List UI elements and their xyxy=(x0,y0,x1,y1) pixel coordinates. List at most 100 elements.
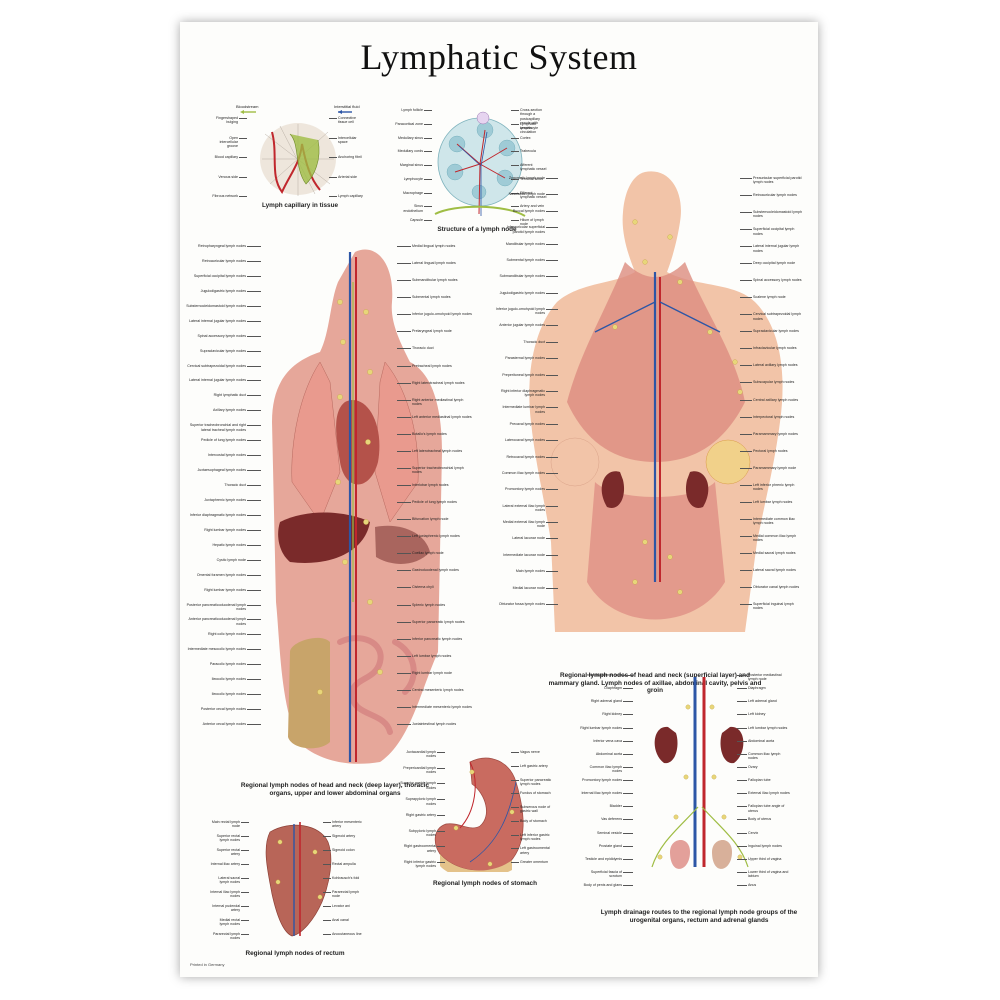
superficial-leader-right-24 xyxy=(740,586,752,588)
superficial-label-right-15: Paramammary lymph nodes xyxy=(753,431,798,436)
capillary-leader-left-1 xyxy=(239,137,247,139)
superficial-label-left-2: Buccal lymph nodes xyxy=(512,208,545,213)
superficial-leader-left-0 xyxy=(546,178,558,179)
superficial-leader-right-5 xyxy=(740,263,752,265)
panel-stomach: Regional lymph nodes of stomach Juxtacar… xyxy=(400,742,570,892)
deep-label-left-4: Substernocleidomastoid lymph nodes xyxy=(186,303,246,308)
urogenital-label-right-0: Posterior mediastinal lymph node xyxy=(748,673,782,682)
deep-label-left-20: Hepatic lymph nodes xyxy=(212,542,246,547)
superficial-leader-right-8 xyxy=(740,314,752,316)
urogenital-leader-left-11 xyxy=(623,819,633,821)
deep-label-left-23: Right lumbar lymph nodes xyxy=(204,587,246,592)
urogenital-leader-right-12 xyxy=(737,832,747,834)
superficial-leader-left-24 xyxy=(546,571,558,573)
rectum-leader-right-7 xyxy=(323,920,331,921)
node-structure-label-right-0: Cross-section through a postcapillary ve… xyxy=(520,108,542,135)
urogenital-label-right-9: External iliac lymph nodes xyxy=(748,791,790,796)
rectum-leader-right-8 xyxy=(323,934,331,935)
stomach-leader-right-0 xyxy=(511,752,519,753)
superficial-label-right-2: Substernocleidomastoid lymph nodes xyxy=(753,210,802,219)
anatomy-poster: Lymphatic System Bloodstream Interstitia… xyxy=(180,22,818,977)
rectum-illustration xyxy=(265,822,332,937)
stomach-label-right-5: Body of stomach xyxy=(520,818,547,823)
superficial-leader-right-2 xyxy=(740,212,752,214)
stomach-leader-left-4 xyxy=(437,814,445,816)
superficial-leader-left-12 xyxy=(546,374,558,376)
deep-leader-right-18 xyxy=(397,553,411,555)
urogenital-leader-right-7 xyxy=(737,766,747,768)
stomach-label-left-0: Juxtacardial lymph nodes xyxy=(406,750,436,759)
capillary-label-right-1: Intercellular space xyxy=(338,135,357,144)
deep-leader-left-31 xyxy=(247,709,261,711)
deep-label-right-11: Botallo's lymph nodes xyxy=(412,431,447,436)
superficial-label-right-11: Lateral axillary lymph nodes xyxy=(753,363,798,368)
deep-leader-right-27 xyxy=(397,706,411,708)
rectum-leader-right-6 xyxy=(323,906,331,907)
capillary-leader-right-1 xyxy=(329,137,337,139)
superficial-label-right-12: Subscapular lymph nodes xyxy=(753,380,795,385)
deep-label-right-7: Pretracheal lymph nodes xyxy=(412,363,452,368)
superficial-leader-right-19 xyxy=(740,501,752,503)
deep-leader-left-0 xyxy=(247,246,261,247)
urogenital-label-left-16: Body of penis and glans xyxy=(583,883,622,887)
deep-leader-right-5 xyxy=(397,331,411,333)
node-structure-leader-right-4 xyxy=(511,165,519,166)
deep-label-left-1: Retroauricular lymph nodes xyxy=(202,258,246,263)
rectum-label-right-7: Anal canal xyxy=(332,918,349,922)
deep-label-right-22: Superior pancreatic lymph nodes xyxy=(412,619,465,624)
deep-label-right-18: Coeliac lymph node xyxy=(412,551,444,556)
superficial-label-right-14: Interpectoral lymph nodes xyxy=(753,414,795,419)
panel-deep-layer: Regional lymph nodes of head and neck (d… xyxy=(180,222,500,802)
deep-leader-left-25 xyxy=(247,619,261,621)
stomach-leader-right-1 xyxy=(511,765,519,767)
urogenital-label-left-12: Seminal vesicle xyxy=(597,830,622,835)
deep-label-left-32: Anterior cecal lymph nodes xyxy=(202,722,246,726)
rectum-leader-right-0 xyxy=(323,822,331,823)
urogenital-leader-right-16 xyxy=(737,885,747,886)
urogenital-label-right-7: Ovary xyxy=(748,764,758,769)
superficial-label-left-10: Thoracic duct xyxy=(523,339,545,344)
deep-leader-left-32 xyxy=(247,724,261,725)
rectum-label-left-3: Internal iliac artery xyxy=(210,862,240,866)
urogenital-label-right-5: Abdominal aorta xyxy=(748,738,775,743)
deep-leader-left-14 xyxy=(247,455,261,457)
rectum-leader-left-1 xyxy=(241,836,249,837)
deep-label-left-22: Omental foramen lymph nodes xyxy=(196,572,246,577)
superficial-leader-right-6 xyxy=(740,280,752,282)
stomach-label-left-4: Right gastric artery xyxy=(405,812,436,817)
superficial-label-left-19: Promontory lymph nodes xyxy=(505,487,545,492)
stomach-leader-right-4 xyxy=(511,807,519,808)
urogenital-leader-left-7 xyxy=(623,766,633,768)
stomach-label-right-6: Left inferior gastric lymph nodes xyxy=(520,832,550,841)
printed-note: Printed in Germany xyxy=(190,962,225,967)
node-structure-leader-right-0 xyxy=(511,110,519,111)
rectum-leader-left-4 xyxy=(241,878,249,879)
node-structure-label-right-2: Cortex xyxy=(520,135,531,140)
superficial-leader-left-20 xyxy=(546,505,558,507)
capillary-leader-left-2 xyxy=(239,157,247,158)
superficial-label-left-6: Submandibular lymph nodes xyxy=(499,274,545,279)
deep-leader-left-5 xyxy=(247,320,261,322)
deep-leader-left-8 xyxy=(247,365,261,367)
rectum-leader-left-8 xyxy=(241,934,249,935)
deep-leader-left-13 xyxy=(247,440,261,442)
deep-label-right-6: Thoracic duct xyxy=(412,346,434,351)
superficial-leader-right-18 xyxy=(740,484,752,486)
node-structure-leader-right-7 xyxy=(511,206,519,208)
superficial-label-left-23: Intermediate lacunar node xyxy=(503,552,545,557)
stomach-leader-left-2 xyxy=(437,783,445,785)
deep-leader-right-6 xyxy=(397,348,411,350)
superficial-label-right-3: Superficial occipital lymph nodes xyxy=(753,227,795,236)
deep-label-left-26: Right colic lymph nodes xyxy=(208,632,246,637)
superficial-label-left-11: Parasternal lymph nodes xyxy=(505,356,545,361)
urogenital-label-right-3: Left kidney xyxy=(748,712,766,717)
superficial-leader-left-6 xyxy=(546,276,558,278)
superficial-label-left-7: Jugulodigastric lymph nodes xyxy=(499,290,545,295)
stomach-illustration xyxy=(434,757,524,872)
deep-label-left-19: Right lumbar lymph nodes xyxy=(204,527,246,532)
stomach-leader-left-0 xyxy=(437,752,445,753)
superficial-leader-left-19 xyxy=(546,489,558,491)
superficial-label-left-15: Precaval lymph nodes xyxy=(509,421,545,426)
superficial-label-left-9: Anterior jugular lymph nodes xyxy=(499,323,545,328)
superficial-leader-left-2 xyxy=(546,210,558,212)
